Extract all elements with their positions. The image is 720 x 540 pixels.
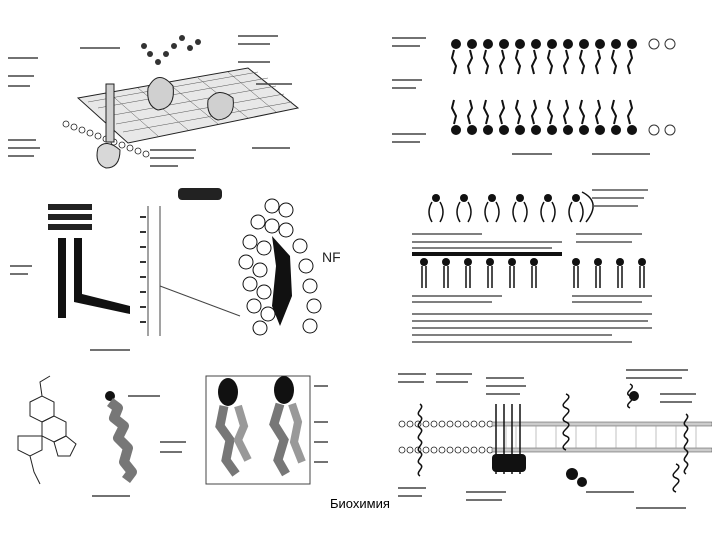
phospholipid-structure-figure: NF — [10, 186, 340, 356]
lipid-aggregates-drawing — [412, 189, 652, 343]
membrane-mosaic-drawing — [8, 35, 300, 169]
cholesterol-figure — [10, 372, 330, 500]
cholesterol-drawing — [17, 375, 328, 497]
membrane-proteins-drawing — [398, 369, 712, 509]
membrane-proteins-figure — [396, 364, 712, 514]
svg-text:NF: NF — [322, 249, 340, 265]
lipid-aggregates-figure — [412, 182, 660, 346]
slide-caption: Биохимия — [330, 496, 390, 511]
lipid-bilayer-figure — [392, 30, 684, 158]
lipid-bilayer-drawing — [392, 37, 676, 155]
membrane-mosaic-figure — [8, 28, 308, 178]
phospholipid-structure-drawing: NF — [10, 188, 340, 351]
